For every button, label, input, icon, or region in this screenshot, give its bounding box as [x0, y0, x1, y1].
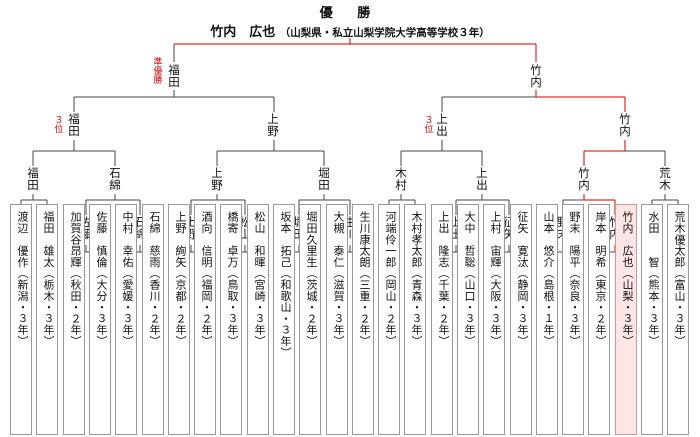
third-place-label-right: ３位 [424, 116, 434, 135]
player-entry: 石綿 慈雨（香川・２年） [142, 204, 164, 435]
player-entry: 山本 悠介（島根・１年） [536, 204, 558, 435]
champion-entry: 竹内 広也（山梨・３年） [615, 204, 637, 435]
player-entry: 酒向 信明（福岡・２年） [194, 204, 216, 435]
player-entry: 木村孝太郎（青森・３年） [404, 204, 426, 435]
player-entry: 荒木優太郎（富山・３年） [667, 204, 689, 435]
player-entry: 松山 和暉（宮崎・３年） [247, 204, 269, 435]
player-entry: 上野 絢矢（京都・２年） [168, 204, 190, 435]
player-entry: 坂本 拓己（和歌山・３年） [273, 204, 295, 435]
player-entry: 大中 哲聡（山口・３年） [457, 204, 479, 435]
player-entry: 堀田久里生（茨城・２年） [299, 204, 321, 435]
player-entry: 野末 陽平（奈良・３年） [562, 204, 584, 435]
player-entry: 生川康太朗（三重・２年） [352, 204, 374, 435]
semifinal-name-2: 上野 [265, 113, 281, 138]
player-entry: 大槻 泰仁（滋賀・３年） [326, 204, 348, 435]
player-entry: 福田 雄太（栃木・３年） [36, 204, 58, 435]
semifinal-name-3: 上出 [434, 113, 450, 138]
runner-up-label: 準優勝 [153, 58, 163, 86]
player-entry: 中村 幸佑（愛媛・３年） [115, 204, 137, 435]
player-entry: 渡辺 優作（新潟・３年） [10, 204, 32, 435]
champion-line: 竹内 広也 （山梨県・私立山梨学院大学高等学校３年） [0, 21, 700, 40]
final-left-name: 福田 [166, 64, 182, 89]
semifinal-name-4: 竹内 [617, 113, 633, 138]
player-entry: 水田 智（熊本・３年） [641, 204, 663, 435]
quarterfinal-name-6: 上出 [474, 167, 490, 192]
player-entry: 征矢 寛汰（静岡・３年） [510, 204, 532, 435]
champion-name: 竹内 広也 [210, 25, 276, 40]
quarterfinal-name-7: 竹内 [576, 167, 592, 192]
quarterfinal-name-5: 木村 [393, 167, 409, 192]
player-entry: 上出 隆志（千葉・２年） [431, 204, 453, 435]
player-entry: 加賀谷昂輝（秋田・２年） [63, 204, 85, 435]
player-entry: 岸本 明希（東京・２年） [588, 204, 610, 435]
player-entry: 河端伶一郎（岡山・２年） [378, 204, 400, 435]
player-entry: 橋寄 卓万（鳥取・３年） [220, 204, 242, 435]
player-entry: 上村 宙輝（大阪・３年） [483, 204, 505, 435]
quarterfinal-name-3: 上野 [209, 167, 225, 192]
quarterfinal-name-4: 堀田 [316, 167, 332, 192]
player-entry: 佐藤 慎倫（大分・３年） [89, 204, 111, 435]
champion-detail: （山梨県・私立山梨学院大学高等学校３年） [279, 27, 490, 39]
quarterfinal-name-8: 荒木 [657, 167, 673, 192]
champion-heading: 優 勝 [319, 6, 381, 21]
semifinal-name-1: 福田 [66, 113, 82, 138]
final-right-name: 竹内 [528, 64, 544, 89]
quarterfinal-name-2: 石綿 [107, 167, 123, 192]
third-place-label-left: ３位 [54, 116, 64, 135]
quarterfinal-name-1: 福田 [25, 167, 41, 192]
